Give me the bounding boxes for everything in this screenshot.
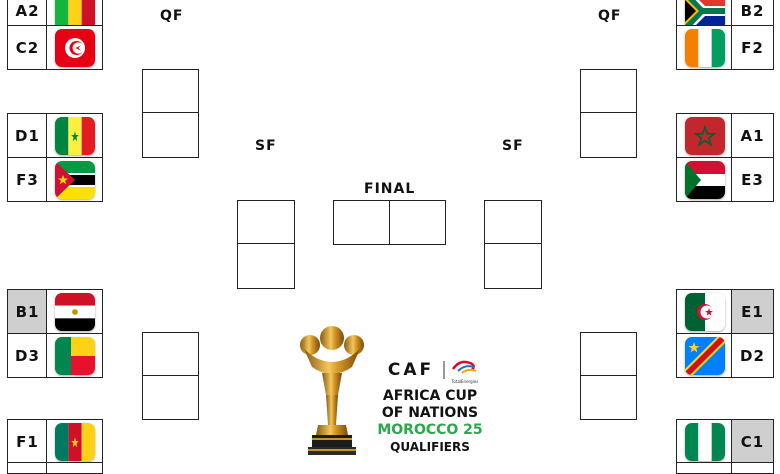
sf-right-slot-2[interactable] [484,243,542,289]
qf-left-top-slot-2[interactable] [142,112,199,158]
team-slot-c1[interactable] [676,419,733,464]
slot-code-c2: C2 [7,25,48,70]
mozambique-flag-icon [54,160,95,199]
slot-code-c1: C1 [731,419,774,464]
team-slot-e1[interactable] [676,289,733,334]
morocco-flag-icon [684,116,725,155]
team-slot-c2[interactable] [46,25,103,70]
qf-right-bottom-slot-1[interactable] [580,332,637,377]
qf-right-top-slot-1[interactable] [580,69,637,114]
team-slot-a2[interactable] [46,0,103,30]
logo-line-2: OF NATIONS [381,405,479,421]
logo-line-1: AFRICA CUP [382,388,478,404]
team-slot-f1[interactable] [46,419,103,464]
slot-cut-flag-right[interactable] [676,462,733,474]
sudan-flag-icon [684,160,725,199]
senegal-flag-icon [54,116,95,155]
slot-code-f1: F1 [7,419,48,464]
dr-congo-flag-icon [684,336,725,375]
egypt-flag-icon [54,292,95,331]
totalenergies-logo: TotalEnergies [450,359,480,384]
final-slot-2[interactable] [389,200,446,245]
mali-flag-icon [54,0,95,30]
sf-left-slot-1[interactable] [237,200,295,245]
algeria-flag-icon [684,292,725,331]
slot-code-e1: E1 [731,289,774,334]
slot-code-d2: D2 [731,333,774,378]
cameroon-flag-icon [54,422,95,461]
team-slot-d3[interactable] [46,333,103,378]
team-slot-e3[interactable] [676,157,733,202]
team-slot-f2[interactable] [676,25,733,70]
sf-left-slot-2[interactable] [237,243,295,289]
slot-code-f2: F2 [731,25,774,70]
team-slot-d2[interactable] [676,333,733,378]
final-slot-1[interactable] [333,200,391,245]
slot-code-a1: A1 [731,113,774,158]
logo-divider [443,361,445,379]
qf-right-label: QF [598,8,622,24]
team-slot-b1[interactable] [46,289,103,334]
slot-code-a2: A2 [7,0,48,26]
team-slot-f3[interactable] [46,157,103,202]
sf-left-label: SF [255,138,277,154]
sf-right-label: SF [502,138,524,154]
logo-line-4: QUALIFIERS [390,440,470,454]
caf-wordmark: CAF [387,360,435,380]
slot-cut-code [7,462,48,474]
logo-line-3: MOROCCO 25 [377,422,483,438]
slot-code-d3: D3 [7,333,48,378]
slot-code-b2: B2 [731,0,774,26]
sf-right-slot-1[interactable] [484,200,542,245]
qf-left-label: QF [160,8,184,24]
tunisia-flag-icon [54,28,95,67]
team-slot-d1[interactable] [46,113,103,158]
qf-left-bottom-slot-2[interactable] [142,375,199,420]
slot-cut-code-right [731,462,774,474]
slot-code-f3: F3 [7,157,48,202]
slot-code-d1: D1 [7,113,48,158]
slot-code-e3: E3 [731,157,774,202]
qf-right-top-slot-2[interactable] [580,112,637,158]
qf-left-top-slot-1[interactable] [142,69,199,114]
team-slot-b2[interactable] [676,0,733,30]
qf-left-bottom-slot-1[interactable] [142,332,199,377]
benin-flag-icon [54,336,95,375]
nigeria-flag-icon [684,422,725,461]
ivory-coast-flag-icon [684,28,725,67]
team-slot-a1[interactable] [676,113,733,158]
slot-cut-flag[interactable] [46,462,103,474]
final-label: FINAL [364,181,416,197]
afcon-trophy-icon [292,325,372,465]
slot-code-b1: B1 [7,289,48,334]
qf-right-bottom-slot-2[interactable] [580,375,637,420]
